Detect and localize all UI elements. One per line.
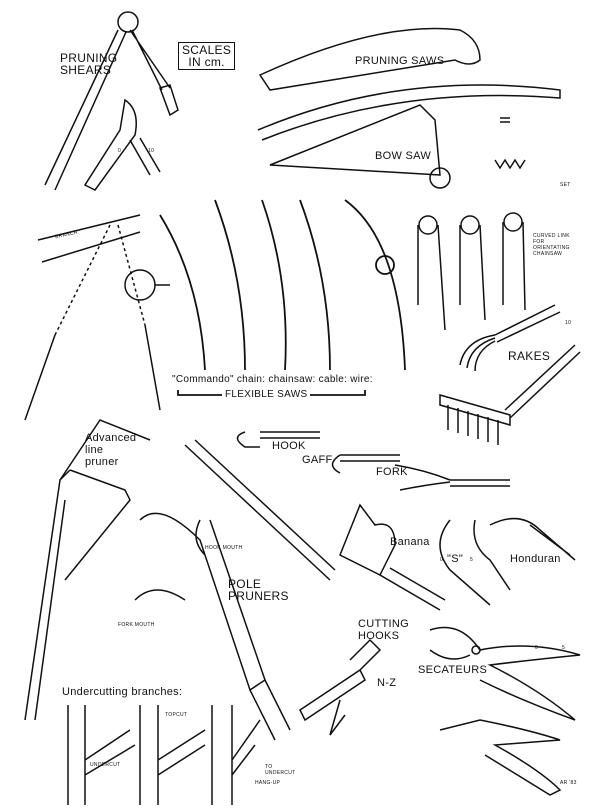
secateurs-drawing bbox=[429, 626, 581, 796]
scale-ten: 10 bbox=[565, 320, 572, 326]
gaff-label: GAFF bbox=[302, 454, 333, 466]
scale-five: 5 bbox=[470, 557, 474, 563]
label-line: PRUNING bbox=[60, 51, 118, 65]
pruning-saws-drawing bbox=[257, 27, 561, 189]
nz-label: N-Z bbox=[377, 677, 397, 689]
scales-box: SCALES IN cm. bbox=[178, 42, 236, 70]
fork-mouth-label: FORK MOUTH bbox=[118, 622, 155, 628]
scale-five: 5 bbox=[562, 645, 566, 651]
pruning-shears-drawing bbox=[44, 11, 179, 191]
scale-zero: 0 bbox=[118, 148, 122, 154]
rakes-label: RAKES bbox=[508, 349, 551, 363]
label-line: TO bbox=[265, 764, 273, 770]
topcut-label: TOPCUT bbox=[165, 712, 188, 718]
label-line: CHAINSAW bbox=[533, 251, 563, 257]
set-label: SET bbox=[560, 182, 571, 188]
pole-pruners-drawing bbox=[134, 439, 336, 741]
rakes-drawing bbox=[439, 304, 581, 445]
flexible-saws-drawing bbox=[159, 199, 406, 396]
scale-zero: 0 bbox=[440, 557, 444, 563]
label-line: HOOKS bbox=[358, 630, 400, 642]
hang-up-label: HANG-UP bbox=[255, 780, 281, 786]
undercutting-drawing bbox=[67, 705, 261, 805]
label-line: ORIENTATING bbox=[533, 245, 570, 251]
s-label: "S" bbox=[447, 553, 464, 565]
label-line: CURVED LINK bbox=[533, 233, 570, 239]
fork-label: FORK bbox=[376, 466, 408, 478]
label-line: SHEARS bbox=[60, 63, 112, 77]
advanced-line-pruner-drawing bbox=[24, 419, 151, 721]
label-line: line bbox=[85, 444, 104, 456]
branch-line-drawing bbox=[24, 214, 170, 421]
label-line: pruner bbox=[85, 456, 119, 468]
advanced-line-pruner-label: Advanced line pruner bbox=[85, 432, 136, 468]
hook-label: HOOK bbox=[272, 440, 306, 452]
flexible-saws-label: FLEXIBLE SAWS bbox=[222, 389, 311, 401]
pole-pruners-label: POLE PRUNERS bbox=[228, 578, 289, 602]
pruning-saws-label: PRUNING SAWS bbox=[355, 55, 445, 67]
bow-saw-label: BOW SAW bbox=[375, 150, 432, 162]
flexible-caption: "Commando" chain: chainsaw: cable: wire: bbox=[172, 374, 373, 385]
hook-mouth-label: HOOK MOUTH bbox=[205, 545, 243, 551]
banana-label: Banana bbox=[390, 536, 430, 548]
pruning-shears-label: PRUNING SHEARS bbox=[60, 52, 117, 76]
undercut-label: UNDERCUT bbox=[90, 762, 121, 768]
label-line: POLE bbox=[228, 577, 262, 591]
artist-signature: AR '83 bbox=[560, 780, 577, 786]
label-line: CUTTING bbox=[358, 618, 409, 630]
label-line: PRUNERS bbox=[228, 589, 289, 603]
scale-zero: 0 bbox=[535, 645, 539, 651]
label-line: IN cm. bbox=[188, 55, 225, 69]
curved-link-label: CURVED LINK FOR ORIENTATING CHAINSAW bbox=[533, 233, 570, 257]
honduran-label: Honduran bbox=[510, 553, 561, 565]
cutting-hooks-label: CUTTING HOOKS bbox=[358, 618, 409, 642]
label-line: UNDERCUT bbox=[265, 770, 296, 776]
chainsaw-orientation-drawing bbox=[417, 212, 526, 331]
secateurs-label: SECATEURS bbox=[418, 664, 488, 676]
nz-hook-drawing bbox=[299, 638, 382, 736]
to-undercut-label: TO UNDERCUT bbox=[265, 764, 295, 776]
scale-ten: 10 bbox=[148, 148, 155, 154]
label-line: FOR bbox=[533, 239, 545, 245]
hook-gaff-fork-drawing bbox=[236, 431, 510, 491]
label-line: SCALES bbox=[182, 43, 232, 57]
cutting-hooks-drawing bbox=[339, 503, 576, 611]
undercutting-label: Undercutting branches: bbox=[62, 686, 183, 698]
label-line: Advanced bbox=[85, 432, 137, 444]
